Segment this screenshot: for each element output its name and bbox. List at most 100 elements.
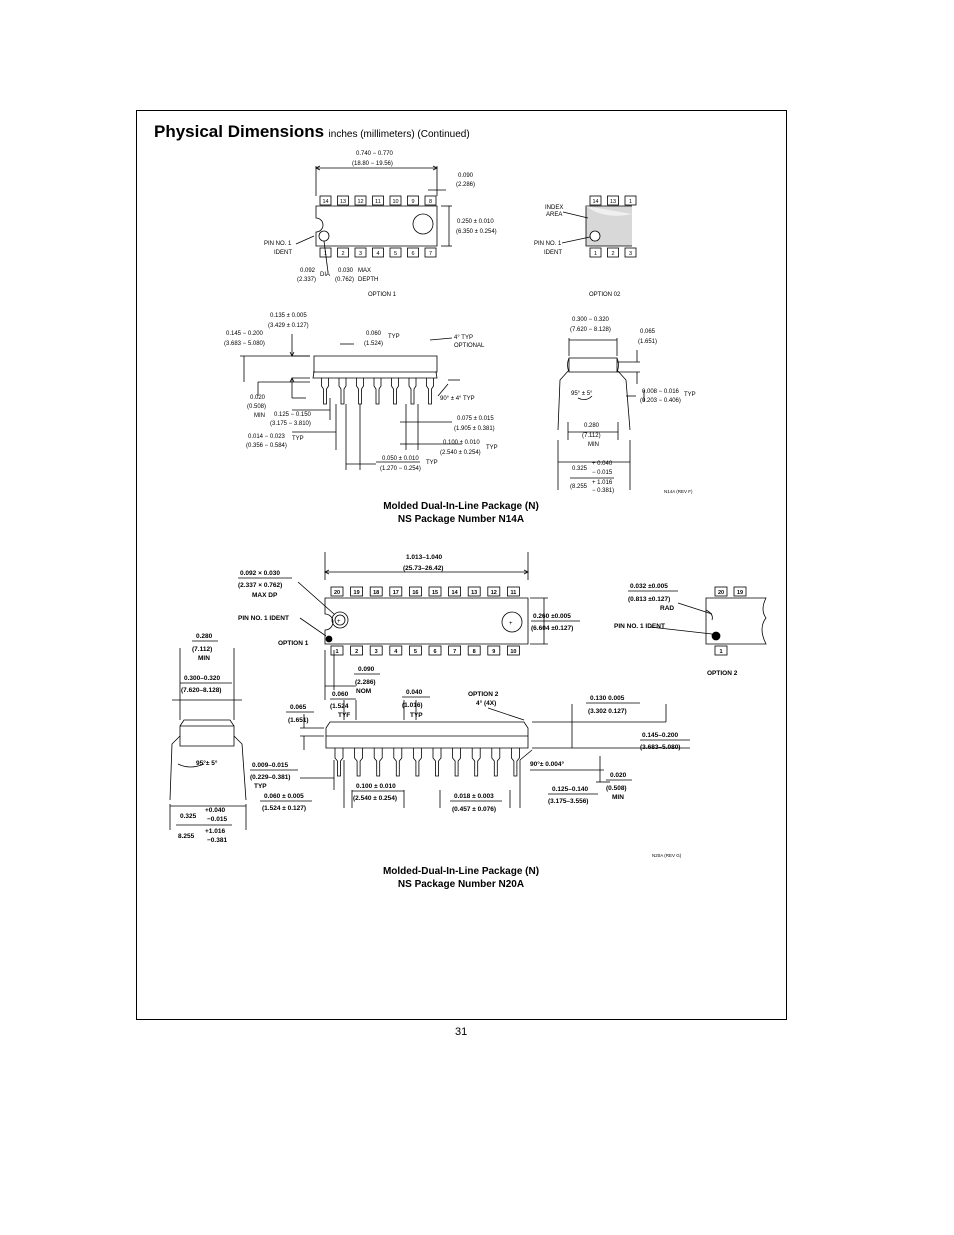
n14a-end-lead-mm: (1.270 − 0.254)	[380, 466, 421, 472]
n20a-pin-bottom-box-6	[428, 645, 442, 656]
n20a-pin-top-label-14: 14	[452, 590, 459, 596]
n14a-ev-step-in: 0.065	[640, 329, 656, 335]
n20a-pin-top-label-11: 11	[510, 590, 516, 596]
n14a-opt2-pin-top-box-1	[624, 195, 637, 206]
n20a-pin-top-label-19: 19	[354, 590, 360, 596]
n14a-ev-angle: 95° ± 5°	[571, 391, 593, 397]
n14a-width-mm: (6.350 ± 0.254)	[456, 229, 497, 235]
page-frame	[136, 110, 787, 1020]
n20a-upper-in: 0.060 ± 0.005	[264, 793, 304, 800]
n14a-width-in: 0.250 ± 0.010	[457, 219, 494, 225]
n14a-lead-7	[426, 378, 434, 405]
n14a-seat-in: 0.145 − 0.200	[226, 331, 264, 337]
n14a-ev-span-in: 0.325	[572, 466, 588, 472]
n14a-pin-top-label-11: 11	[375, 199, 381, 205]
n20a-ev-row-in: 0.300–0.320	[184, 675, 221, 682]
n20a-pin-top-label-18: 18	[373, 590, 379, 596]
n14a-end-in: 0.090	[458, 173, 474, 179]
n14a-index-area-1: INDEX	[545, 205, 563, 211]
n14a-opt2-pin-bottom-label-3: 3	[629, 251, 632, 257]
n20a-opt2-pin-top-box-19	[733, 586, 747, 597]
n20a-hole-label: MAX DP	[252, 592, 278, 599]
n20a-lead-d-mm: (0.457 ± 0.076)	[452, 806, 496, 813]
n20a-ev-min-mm: (7.112)	[192, 646, 212, 653]
n14a-opt2-pin1-label: PIN NO. 1	[534, 241, 562, 247]
n20a-pin-bottom-box-8	[467, 645, 481, 656]
n14a-pin-bottom-label-4: 4	[376, 251, 379, 257]
n20a-opt2-pin-top-label-19: 19	[737, 590, 743, 596]
n14a-standoff-mm: (0.508)	[247, 404, 266, 410]
n20a-hole-in: 0.092 × 0.030	[240, 570, 280, 577]
n14a-depth-label-max: MAX	[358, 268, 371, 274]
n20a-step-in: 0.065	[290, 704, 307, 711]
n14a-end-mm: (2.286)	[456, 182, 475, 188]
n14a-body-h-in: 0.135 ± 0.005	[270, 313, 307, 319]
n20a-ev-span-mm: 8.255	[178, 833, 195, 840]
n14a-pin-top-box-10	[389, 195, 402, 206]
n14a-dia-mm: (2.337)	[297, 277, 316, 283]
n14a-ev-row-mm: (7.620 − 8.128)	[570, 327, 611, 333]
n14a-pin-bottom-box-7	[424, 247, 437, 258]
n14a-option1: OPTION 1	[368, 292, 397, 298]
n20a-rad-in: 0.032 ±0.005	[630, 583, 668, 590]
n14a-opt2-pin1-ident: IDENT	[544, 250, 562, 256]
n14a-pin-top-label-12: 12	[357, 199, 363, 205]
n20a-lead-w-in: 0.009–0.015	[252, 762, 289, 769]
n20a-pitch-in: 0.100 ± 0.010	[356, 783, 396, 790]
n20a-shoulder-typ: TYF	[338, 712, 350, 719]
n14a-opt2-pin-top-label-1: 1	[629, 199, 632, 205]
n20a-pin-bottom-box-9	[487, 645, 501, 656]
n20a-standoff-in: 0.020	[610, 772, 627, 779]
n14a-shoulder-in: 0.060	[366, 331, 382, 337]
n14a-opt2-pin-top-label-14: 14	[592, 199, 598, 205]
n20a-pin-top-box-17	[389, 586, 403, 597]
n20a-length-mm: (25.73–26.42)	[403, 565, 443, 572]
n20a-pin-top-box-14	[448, 586, 462, 597]
n20a-lead-8	[471, 748, 481, 777]
n14a-opt2-pin-bottom-label-2: 2	[611, 251, 614, 257]
n14a-pin-bottom-box-6	[407, 247, 419, 258]
n14a-ev-min-label: MIN	[588, 442, 599, 448]
n14a-body-h-mm: (3.429 ± 0.127)	[268, 323, 309, 329]
n14a-pin-top-box-13	[337, 195, 349, 206]
n14a-lead-len-in: 0.125 − 0.150	[274, 412, 312, 418]
n20a-pin-bottom-label-8: 8	[473, 649, 476, 655]
n20a-option2: OPTION 2	[707, 670, 738, 677]
n20a-pin-top-box-16	[408, 586, 422, 597]
n20a-pitch-top-mm: (1.016)	[402, 702, 423, 709]
n20a-ev-span-mm-minus: −0.381	[207, 837, 227, 844]
n20a-end-label: NOM	[356, 688, 371, 695]
n14a-opt2-pin-bottom-box-2	[607, 247, 619, 258]
n14a-pin1-label: PIN NO. 1	[264, 241, 292, 247]
n14a-lead-len-mm: (3.175 − 3.810)	[270, 421, 311, 427]
n14a-dia-in: 0.092	[300, 268, 316, 274]
n20a-width-in: 0.260 ±0.005	[533, 613, 571, 620]
n14a-lead-4	[373, 378, 382, 405]
n20a-shoulder-in: 0.060	[332, 691, 349, 698]
n20a-opt2-pin-bottom-label-1: 1	[719, 649, 722, 655]
n20a-pin-bottom-label-6: 6	[433, 649, 436, 655]
n20a-lead-5	[413, 748, 422, 777]
n14a-length-mm: (18.80 − 19.56)	[352, 161, 393, 167]
n20a-width-mm: (6.604 ±0.127)	[531, 625, 573, 632]
n14a-pin-bottom-box-5	[389, 247, 402, 258]
n20a-pin-top-box-19	[350, 586, 364, 597]
n14a-ev-lead-typ: TYP	[684, 392, 696, 398]
n14a-pin-top-label-13: 13	[340, 199, 346, 205]
n14a-pin1-ident: IDENT	[274, 250, 292, 256]
n14a-ev-span-tol-minus: − 0.015	[592, 470, 613, 476]
n14a-pin-top-box-8	[424, 195, 437, 206]
n14a-pin-top-label-8: 8	[429, 199, 432, 205]
n20a-standoff-min: MIN	[612, 794, 624, 801]
n14a-pin-bottom-box-2	[337, 247, 349, 258]
n20a-lead-len-in: 0.125–0.140	[552, 786, 589, 793]
n20a-rad-mm: (0.813 ±0.127)	[628, 596, 670, 603]
n14a-pin-top-label-14: 14	[322, 199, 328, 205]
n20a-ev-min-in: 0.280	[196, 633, 213, 640]
n14a-side-view	[240, 334, 462, 470]
n14a-depth-label-depth: DEPTH	[358, 277, 378, 283]
n14a-pin-top-box-9	[407, 195, 419, 206]
n20a-end-view	[169, 648, 247, 830]
n14a-shoulder-typ: TYP	[388, 334, 400, 340]
